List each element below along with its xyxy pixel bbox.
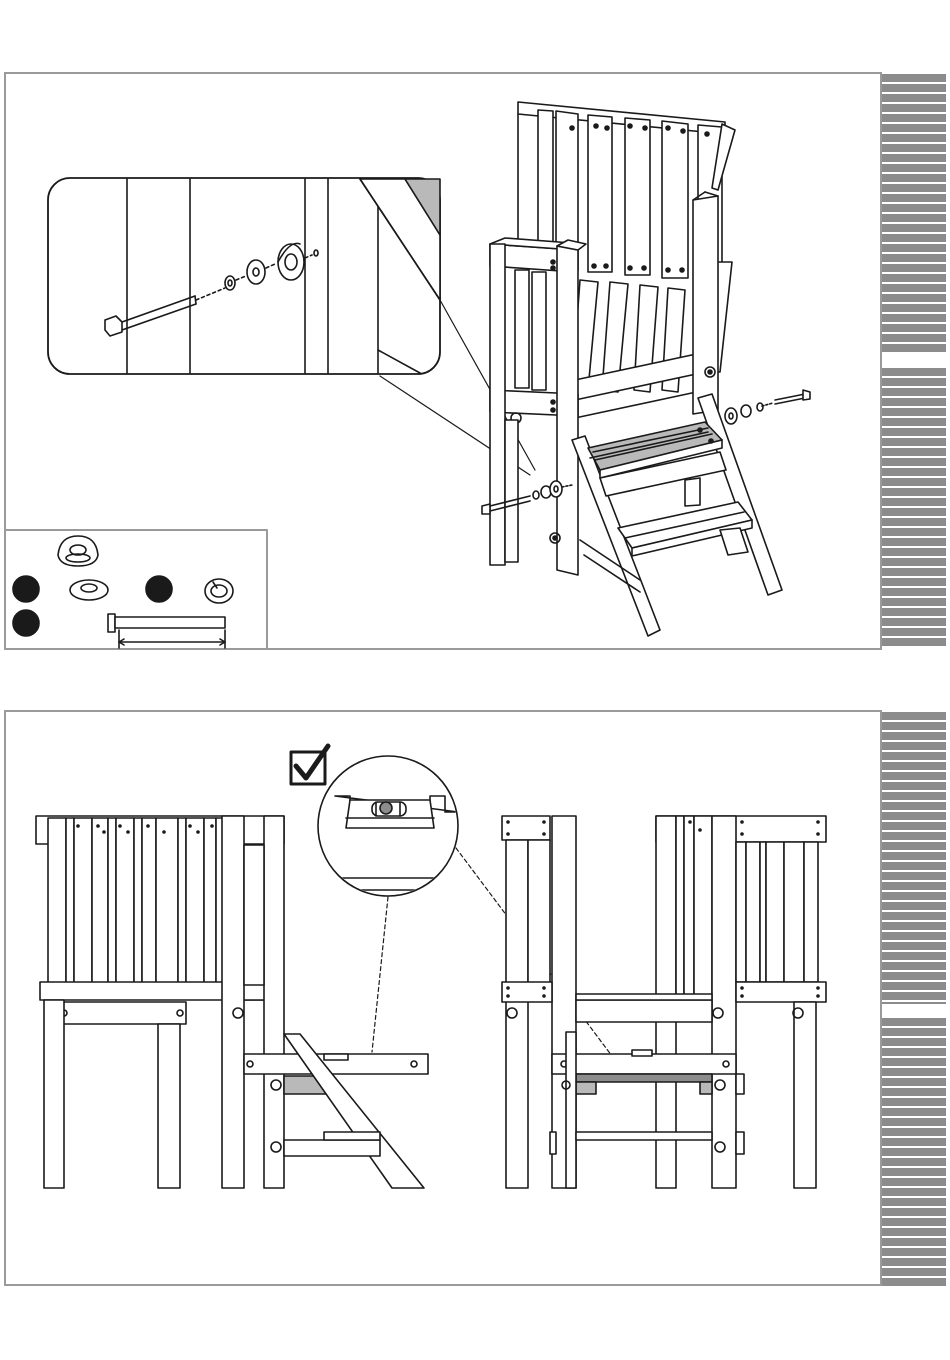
legend-flat-washer-icon	[70, 580, 108, 600]
legend-spring-washer-icon	[205, 579, 233, 603]
rear-view-right	[502, 816, 826, 1188]
bolt-detail-callout	[48, 178, 440, 374]
isometric-assembly	[482, 102, 810, 636]
legend-cap-nut-icon	[58, 536, 98, 566]
right-bolt-exploded	[725, 390, 810, 424]
legend-badge-2	[146, 576, 172, 602]
legend-hex-bolt-icon	[108, 614, 225, 648]
cap-nut-icon	[278, 243, 304, 280]
spirit-level-bubble-icon	[380, 802, 392, 814]
parts-legend	[5, 530, 267, 648]
legend-badge-1	[13, 576, 39, 602]
checkmark-box-icon	[291, 746, 328, 784]
legend-badge-3	[13, 610, 39, 636]
